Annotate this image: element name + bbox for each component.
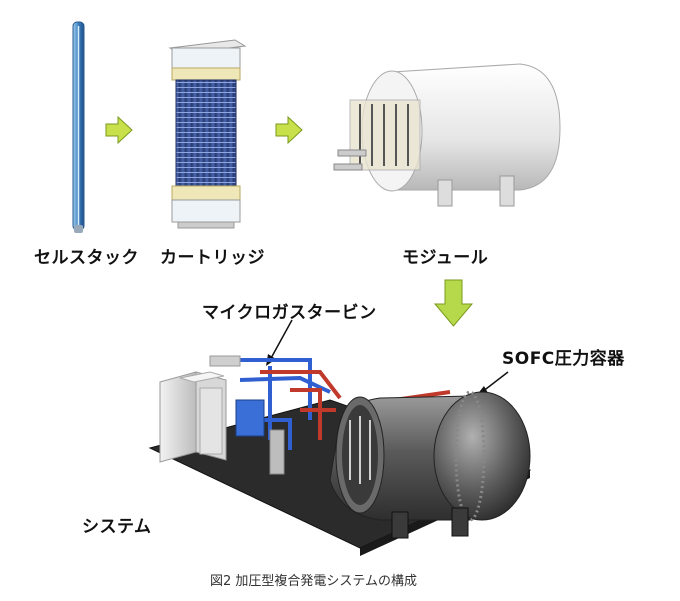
module-label: モジュール [402,248,489,268]
cartridge-label: カートリッジ [160,248,265,268]
cartridge-image [168,39,247,229]
sofc-vessel-label: SOFC圧力容器 [502,349,625,369]
down-arrow-icon [433,279,474,327]
figure-caption: 図2 加圧型複合発電システムの構成 [210,574,418,589]
micro-gas-turbine-label: マイクロガスタービン [202,303,377,323]
cell-stack-label: セルスタック [34,248,139,268]
cell-stack-image [72,21,85,233]
module-image [333,63,561,207]
right-arrow-icon-1 [105,115,133,145]
right-arrow-icon-2 [275,115,303,145]
system-label: システム [82,517,152,537]
system-image [148,355,532,556]
